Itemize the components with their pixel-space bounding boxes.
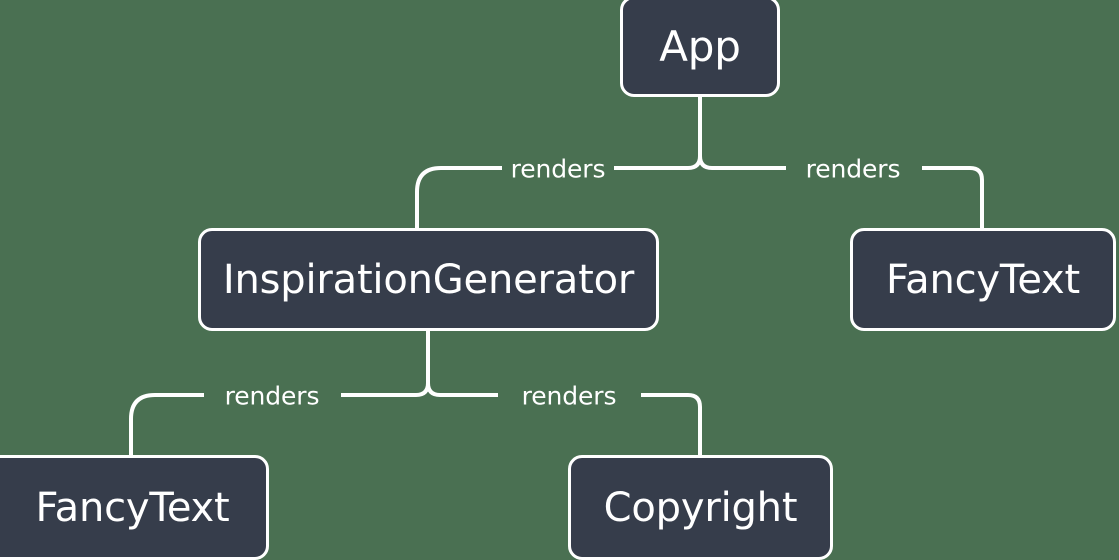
node-app-label: App [659,21,741,71]
edge-app-to-fancytext-right-arm [922,166,984,228]
edge-label-inspiration-generator-to-copyright: renders [521,381,617,411]
edge-app-to-inspiration [614,155,702,170]
node-fancytext-left-label: FancyText [35,484,230,531]
node-inspiration-generator-label: InspirationGenerator [222,256,635,303]
edge-app-to-fancytext-right [698,155,786,170]
node-fancytext-right[interactable]: FancyText [850,228,1116,331]
edge-label-app-to-inspiration-generator: renders [510,154,606,184]
node-app[interactable]: App [620,0,780,97]
edge-ig-to-fancytext-left-arm [129,393,204,455]
node-fancytext-right-label: FancyText [886,256,1080,303]
edge-label-inspiration-generator-to-fancytext: renders [224,381,320,411]
node-copyright[interactable]: Copyright [568,455,833,560]
edge-ig-to-copyright-arm [641,393,702,455]
node-fancytext-left[interactable]: FancyText [0,455,269,560]
edge-ig-to-copyright [426,382,498,397]
edge-ig-to-fancytext-left [341,382,430,397]
node-copyright-label: Copyright [603,484,798,531]
edge-app-to-inspiration-left [415,166,502,228]
node-inspiration-generator[interactable]: InspirationGenerator [198,228,659,331]
edge-label-app-to-fancytext: renders [805,154,901,184]
